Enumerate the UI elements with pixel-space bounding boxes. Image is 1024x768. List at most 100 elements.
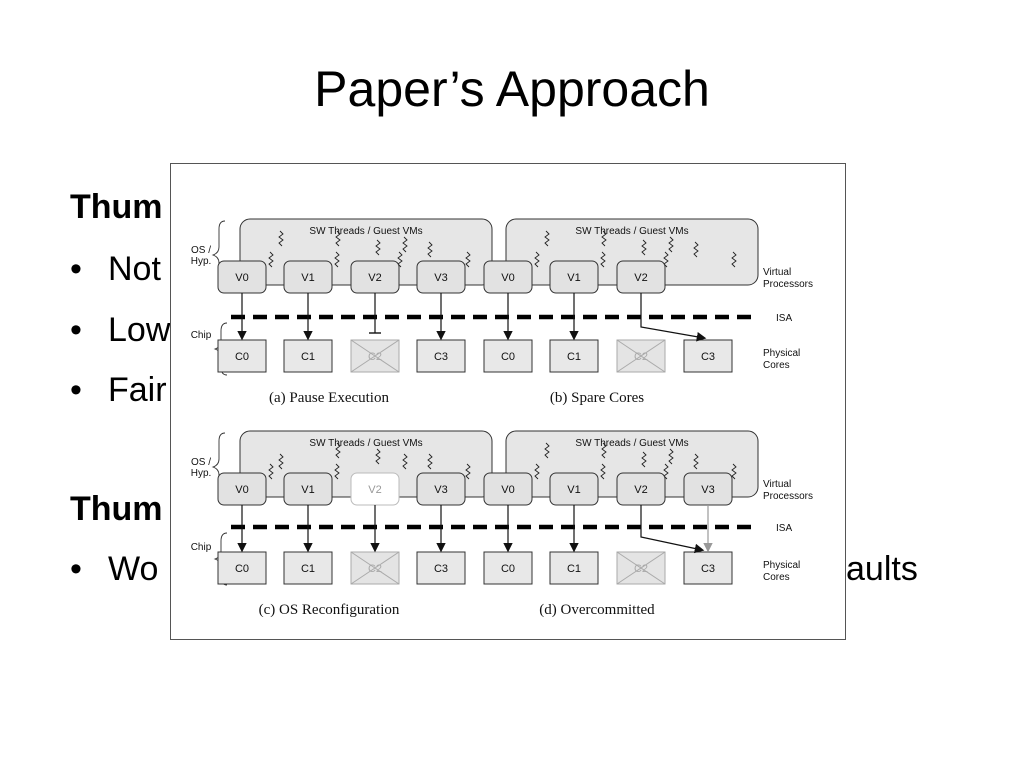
thread-squiggle (693, 453, 699, 470)
physical-core-c3 (683, 339, 733, 373)
physical-core-label: C0 (235, 351, 249, 363)
physical-core-c0 (483, 551, 533, 585)
panel-caption: (c) OS Reconfiguration (259, 602, 400, 618)
physical-core-label: C1 (301, 563, 315, 575)
failed-core-cross (350, 551, 400, 585)
physical-core-label: C0 (235, 563, 249, 575)
thread-squiggle (278, 453, 284, 470)
physical-core-label: C3 (701, 351, 715, 363)
virtual-processor-label: V3 (434, 484, 447, 496)
virtual-processor-label: V3 (434, 272, 447, 284)
virtual-processor-label: V1 (301, 272, 314, 284)
threads-label: SW Threads / Guest VMs (575, 226, 688, 237)
thread-squiggle (334, 251, 340, 268)
threads-label: SW Threads / Guest VMs (575, 438, 688, 449)
virtual-processors-label: Processors (763, 279, 813, 290)
thread-squiggle (668, 448, 674, 465)
virtual-processor-label: V1 (567, 484, 580, 496)
virtual-processor-label: V0 (235, 484, 248, 496)
physical-core-c0 (217, 339, 267, 373)
isa-label: ISA (776, 313, 792, 324)
thread-squiggle (731, 463, 737, 480)
virtual-processor-label: V1 (567, 272, 580, 284)
physical-core-label: C3 (434, 563, 448, 575)
panel-caption: (b) Spare Cores (550, 390, 644, 406)
thread-squiggle (693, 241, 699, 258)
bullet-1: Not (70, 250, 161, 289)
thread-squiggle (427, 453, 433, 470)
os-hyp-label: OS / (191, 457, 211, 468)
thread-squiggle (465, 251, 471, 268)
physical-core-c1 (283, 551, 333, 585)
physical-core-label: C1 (301, 351, 315, 363)
thread-squiggle (402, 236, 408, 253)
thread-squiggle (641, 239, 647, 256)
physical-core-c1 (549, 551, 599, 585)
thread-squiggle (375, 448, 381, 465)
os-hyp-label: Hyp. (191, 256, 212, 267)
thread-squiggle (600, 251, 606, 268)
thread-squiggle (641, 451, 647, 468)
virtual-processor-label: V2 (368, 272, 381, 284)
failed-core-cross (350, 339, 400, 373)
failed-core-label: C2 (368, 563, 382, 575)
failed-core-cross (616, 551, 666, 585)
thread-squiggle (334, 463, 340, 480)
thread-squiggle (544, 442, 550, 459)
physical-cores-label: Physical (763, 560, 800, 571)
physical-core-label: C1 (567, 351, 581, 363)
thread-squiggle (601, 230, 607, 247)
thread-squiggle (278, 230, 284, 247)
figure-svg: OS /Hyp.ChipVirtualProcessorsISAPhysical… (191, 218, 813, 618)
physical-core-c3 (416, 551, 466, 585)
slide-title: Paper’s Approach (314, 61, 710, 117)
virtual-processor-label: V0 (501, 484, 514, 496)
physical-core-label: C3 (701, 563, 715, 575)
virtual-processor-label: V2 (634, 272, 647, 284)
chip-label: Chip (191, 542, 212, 553)
thread-squiggle (601, 442, 607, 459)
virtual-processors-label: Virtual (763, 267, 791, 278)
physical-core-label: C0 (501, 351, 515, 363)
bullet-3: Fair (70, 371, 166, 410)
diagram-row-2: OS /Hyp.ChipVirtualProcessorsISAPhysical… (191, 432, 813, 586)
bullet-4: Wo (70, 550, 159, 589)
physical-cores-label: Cores (763, 572, 790, 583)
bullet-4-end: aults (846, 550, 918, 588)
virtual-processors-label: Processors (763, 491, 813, 502)
overcommit-arrow (640, 505, 705, 554)
thread-squiggle (731, 251, 737, 268)
remapped-arrow (640, 293, 707, 342)
physical-core-label: C1 (567, 563, 581, 575)
thread-squiggle (465, 463, 471, 480)
virtual-processor-label: V0 (501, 272, 514, 284)
physical-core-c0 (483, 339, 533, 373)
thread-squiggle (668, 236, 674, 253)
thread-squiggle (375, 239, 381, 256)
heading-2: Thum (70, 490, 163, 528)
os-hyp-label: OS / (191, 245, 211, 256)
thread-squiggle (534, 463, 540, 480)
virtual-processor-label: V2 (634, 484, 647, 496)
panel-caption: (d) Overcommitted (539, 602, 655, 618)
threads-label: SW Threads / Guest VMs (309, 438, 422, 449)
failed-core-label: C2 (634, 563, 648, 575)
virtual-processor-label: V1 (301, 484, 314, 496)
physical-core-label: C3 (434, 351, 448, 363)
threads-label: SW Threads / Guest VMs (309, 226, 422, 237)
chip-label: Chip (191, 330, 212, 341)
thread-squiggle (427, 241, 433, 258)
physical-core-c1 (283, 339, 333, 373)
physical-core-c3 (683, 551, 733, 585)
virtual-processors-label: Virtual (763, 479, 791, 490)
virtual-processor-label: V0 (235, 272, 248, 284)
bullet-2: Low (70, 311, 171, 350)
physical-core-label: C0 (501, 563, 515, 575)
physical-cores-label: Physical (763, 348, 800, 359)
thread-squiggle (544, 230, 550, 247)
heading-1: Thum (70, 188, 163, 226)
